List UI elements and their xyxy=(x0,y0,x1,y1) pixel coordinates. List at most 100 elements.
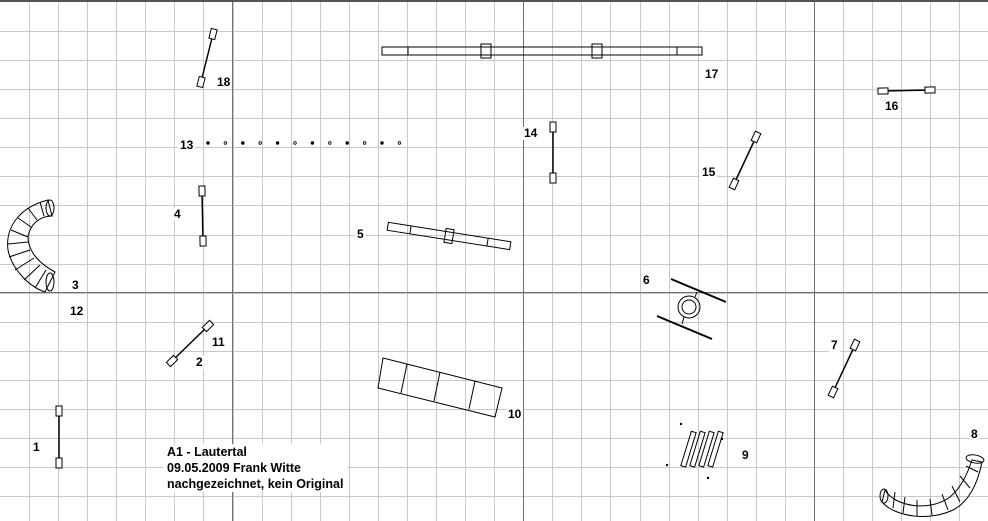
label-15: 15 xyxy=(700,165,718,179)
jump-bar xyxy=(733,136,757,185)
dog-walk-support xyxy=(480,43,492,59)
label-6: 6 xyxy=(641,273,652,287)
seesaw-5 xyxy=(386,221,512,251)
tunnel-opening xyxy=(45,272,55,292)
weave-pole xyxy=(293,141,297,145)
tunnel-3 xyxy=(7,199,56,293)
dog-walk-plank xyxy=(381,46,703,56)
obstacle-9 xyxy=(665,422,724,480)
label-13: 13 xyxy=(178,138,196,152)
jump-wing xyxy=(728,177,740,191)
tunnel-8 xyxy=(879,454,985,517)
tunnel-rib xyxy=(959,475,971,489)
jump-wing xyxy=(549,172,557,184)
jump-bar xyxy=(882,89,931,92)
jump-15 xyxy=(728,130,762,191)
course-note: nachgezeichnet, kein Original xyxy=(167,477,344,491)
label-2: 2 xyxy=(194,355,205,369)
weave-pole xyxy=(258,141,262,145)
label-14: 14 xyxy=(522,126,540,140)
jump-wing xyxy=(199,235,207,247)
jump-wing xyxy=(208,27,218,41)
label-3: 3 xyxy=(70,278,81,292)
tunnel-body xyxy=(881,459,983,517)
dog-walk-17 xyxy=(381,43,703,59)
jump-16 xyxy=(877,86,936,95)
course-info: A1 - Lautertal 09.05.2009 Frank Witte na… xyxy=(163,444,348,492)
tunnel-rib xyxy=(10,229,29,238)
jump-wing xyxy=(849,338,861,352)
tunnel-rib xyxy=(965,465,979,473)
tunnel-rib xyxy=(941,493,949,511)
label-4: 4 xyxy=(172,207,183,221)
label-9: 9 xyxy=(740,448,751,462)
dog-walk-support xyxy=(591,43,603,59)
weave-pole xyxy=(206,141,210,145)
slat xyxy=(689,430,706,468)
jump-wing xyxy=(165,354,179,368)
tunnel-rib xyxy=(8,249,31,258)
tunnel-opening xyxy=(965,454,985,464)
slat xyxy=(707,430,724,468)
tunnel-rib xyxy=(951,485,961,503)
weave-pole xyxy=(345,141,349,145)
jump-11-2 xyxy=(165,319,215,368)
jump-wing xyxy=(924,86,936,94)
tunnel-opening xyxy=(45,199,55,217)
label-17: 17 xyxy=(703,67,721,81)
tunnel-rib xyxy=(929,498,933,516)
seesaw-contact xyxy=(486,238,489,247)
jump-18 xyxy=(196,27,218,89)
weave-pole xyxy=(310,141,315,145)
tunnel-body xyxy=(7,199,56,293)
weave-pole xyxy=(380,141,384,145)
tire-frame xyxy=(670,278,727,303)
jump-wing xyxy=(201,319,215,333)
tunnel-rib xyxy=(892,491,896,509)
tunnel-rib xyxy=(14,257,35,271)
tunnel-rib xyxy=(902,496,906,514)
marker-dot xyxy=(706,476,710,480)
label-1: 1 xyxy=(31,440,42,454)
tunnel-rib xyxy=(34,269,47,289)
jump-wing xyxy=(750,130,762,144)
tire-6 xyxy=(656,278,727,340)
jump-wing xyxy=(549,121,557,133)
jump-bar xyxy=(832,344,856,393)
weave-poles-13 xyxy=(206,141,402,145)
label-10: 10 xyxy=(506,407,524,421)
jump-wing xyxy=(55,405,63,417)
tunnel-opening xyxy=(879,488,889,504)
tunnel-rib xyxy=(27,207,38,221)
a-frame-outline xyxy=(377,357,503,418)
tire-ring xyxy=(677,295,701,319)
marker-dot xyxy=(665,463,669,467)
jump-4 xyxy=(198,185,207,247)
course-title: A1 - Lautertal xyxy=(167,445,247,459)
slat xyxy=(698,430,715,468)
jump-wing xyxy=(827,385,839,399)
jump-1 xyxy=(55,405,63,469)
label-16: 16 xyxy=(883,99,901,113)
label-8: 8 xyxy=(969,427,980,441)
a-frame-section xyxy=(468,380,476,410)
jump-bar xyxy=(200,33,214,83)
weave-pole xyxy=(275,141,280,145)
slat xyxy=(680,430,697,468)
seesaw-contact xyxy=(409,225,412,234)
tunnel-rib xyxy=(23,264,41,281)
tire-hanger xyxy=(694,291,698,298)
label-7: 7 xyxy=(829,338,840,352)
weave-pole xyxy=(397,141,402,145)
jump-wing xyxy=(196,75,206,89)
tunnel-rib xyxy=(7,241,29,245)
label-11: 11 xyxy=(210,335,227,349)
seesaw-pivot xyxy=(443,227,455,245)
course-date-author: 09.05.2009 Frank Witte xyxy=(167,461,301,475)
a-frame-section xyxy=(433,371,441,402)
tunnel-rib xyxy=(39,201,45,217)
seesaw-plank xyxy=(386,221,512,251)
a-frame-10 xyxy=(377,357,503,418)
jump-7 xyxy=(827,338,861,399)
